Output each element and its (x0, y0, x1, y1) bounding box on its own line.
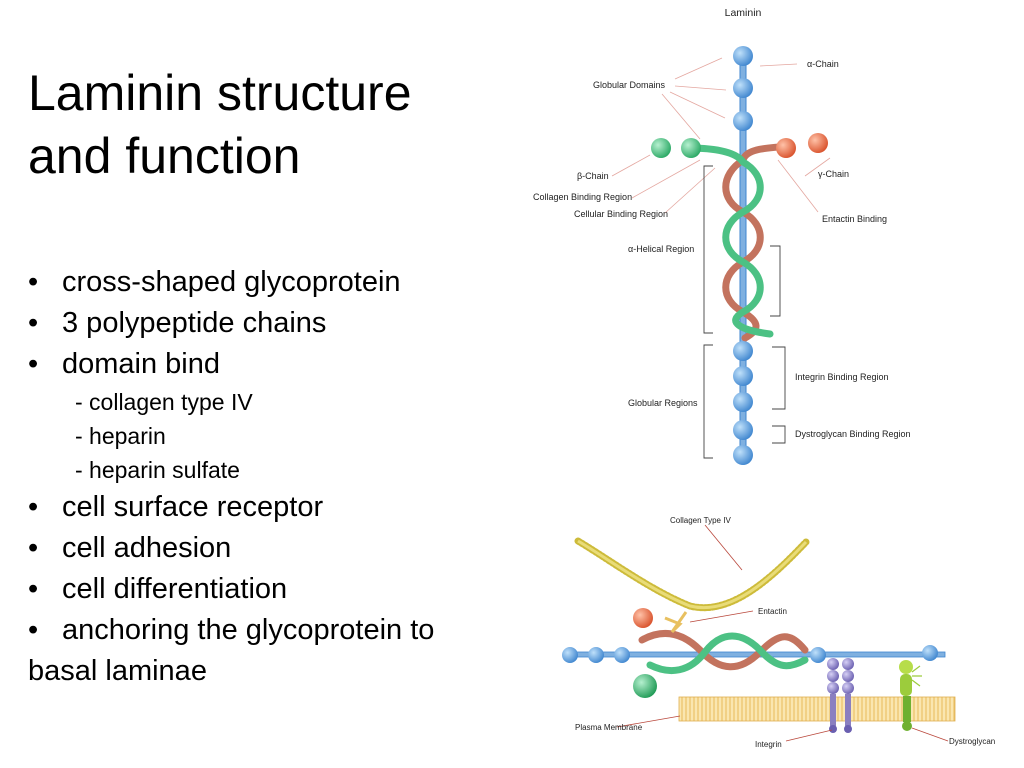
integrin-receptor (827, 658, 854, 733)
g-domain-globule (733, 392, 753, 412)
bullet-item: • cross-shaped glycoprotein (28, 262, 528, 303)
gamma-globule (776, 138, 796, 158)
bullet-list: • cross-shaped glycoprotein • 3 polypeptid… (28, 262, 528, 692)
bullet-text: anchoring the glycoprotein to (62, 614, 435, 646)
diagram-title: Laminin (725, 7, 762, 19)
beta-globule (681, 138, 701, 158)
plasma-membrane-label: Plasma Membrane (575, 723, 643, 732)
collagen-binding-label: Collagen Binding Region (533, 192, 632, 202)
alpha-globule (733, 46, 753, 66)
g-domain-globule (733, 420, 753, 440)
entactin-molecule (664, 611, 688, 634)
bullet-item: • 3 polypeptide chains (28, 303, 528, 344)
bullet-dot: • (28, 348, 39, 380)
collagen-type-iv-label: Collagen Type IV (670, 516, 731, 525)
leader-lines (616, 524, 949, 742)
g-domain-globule (733, 445, 753, 465)
region-brackets (703, 165, 786, 459)
bullet-dot: • (28, 573, 39, 605)
dystroglycan-binding-label: Dystroglycan Binding Region (795, 429, 911, 439)
dystroglycan-receptor (899, 660, 922, 731)
sub-bullet-item: - heparin sulfate (75, 457, 240, 483)
laminin-helix-green (646, 632, 809, 675)
bullet-dot: • (28, 614, 39, 646)
laminin-globule (614, 647, 630, 663)
bullet-text: 3 polypeptide chains (62, 307, 327, 339)
alpha-chain-label: α-Chain (807, 59, 839, 69)
title-line-1: Laminin structure (28, 65, 412, 121)
dystroglycan-label: Dystroglycan (949, 737, 995, 746)
laminin-globule (922, 645, 938, 661)
globular-regions-label: Globular Regions (628, 398, 698, 408)
bullet-item: • domain bind (28, 344, 528, 385)
cellular-binding-label: Cellular Binding Region (574, 209, 668, 219)
bullet-dot: • (28, 266, 39, 298)
bullet-continuation: basal laminae (28, 655, 207, 687)
integrin-binding-label: Integrin Binding Region (795, 372, 889, 382)
bullet-item: • cell differentiation (28, 569, 528, 610)
alpha-globule (733, 111, 753, 131)
laminin-globule (588, 647, 604, 663)
beta-chain-label: β-Chain (577, 171, 609, 181)
gamma-globule (633, 608, 653, 628)
bullet-dot: • (28, 307, 39, 339)
entactin-label: Entactin (758, 607, 787, 616)
bullet-item: • cell surface receptor (28, 487, 528, 528)
bullet-item: • anchoring the glycoprotein to (28, 610, 528, 651)
beta-helix-strand (684, 144, 774, 338)
g-domain-globule (733, 341, 753, 361)
bullet-text: domain bind (62, 348, 220, 380)
bullet-dot: • (28, 532, 39, 564)
gamma-globule (808, 133, 828, 153)
entactin-binding-label: Entactin Binding (822, 214, 887, 224)
bullet-text: cell adhesion (62, 532, 232, 564)
laminin-globule (562, 647, 578, 663)
collagen-type-iv-fiber (577, 539, 808, 610)
globular-domains-label: Globular Domains (593, 80, 666, 90)
g-domain-globule (733, 366, 753, 386)
bullet-text: cell differentiation (62, 573, 288, 605)
laminin-structure-diagram: Laminin α-Chain Globular Domains (533, 7, 911, 465)
leader-lines (611, 57, 831, 214)
bullet-dot: • (28, 491, 39, 523)
laminin-helix-red (638, 629, 809, 671)
plasma-membrane (678, 696, 956, 722)
alpha-helical-label: α-Helical Region (628, 244, 694, 254)
slide-title: Laminin structure and function (28, 62, 498, 188)
bullet-item: • cell adhesion (28, 528, 528, 569)
bullet-text: cross-shaped glycoprotein (62, 266, 401, 298)
laminin-globule (810, 647, 826, 663)
gamma-chain-label: γ-Chain (818, 169, 849, 179)
alpha-globule (733, 78, 753, 98)
sub-bullet-item: - collagen type IV (75, 389, 253, 415)
basal-lamina-diagram: Collagen Type IV Entactin Plasma Membran… (562, 516, 995, 749)
sub-bullet-item: - heparin (75, 423, 166, 449)
bullet-text: cell surface receptor (62, 491, 324, 523)
title-line-2: and function (28, 128, 301, 184)
beta-globule (633, 674, 657, 698)
beta-globule (651, 138, 671, 158)
integrin-label: Integrin (755, 740, 782, 749)
